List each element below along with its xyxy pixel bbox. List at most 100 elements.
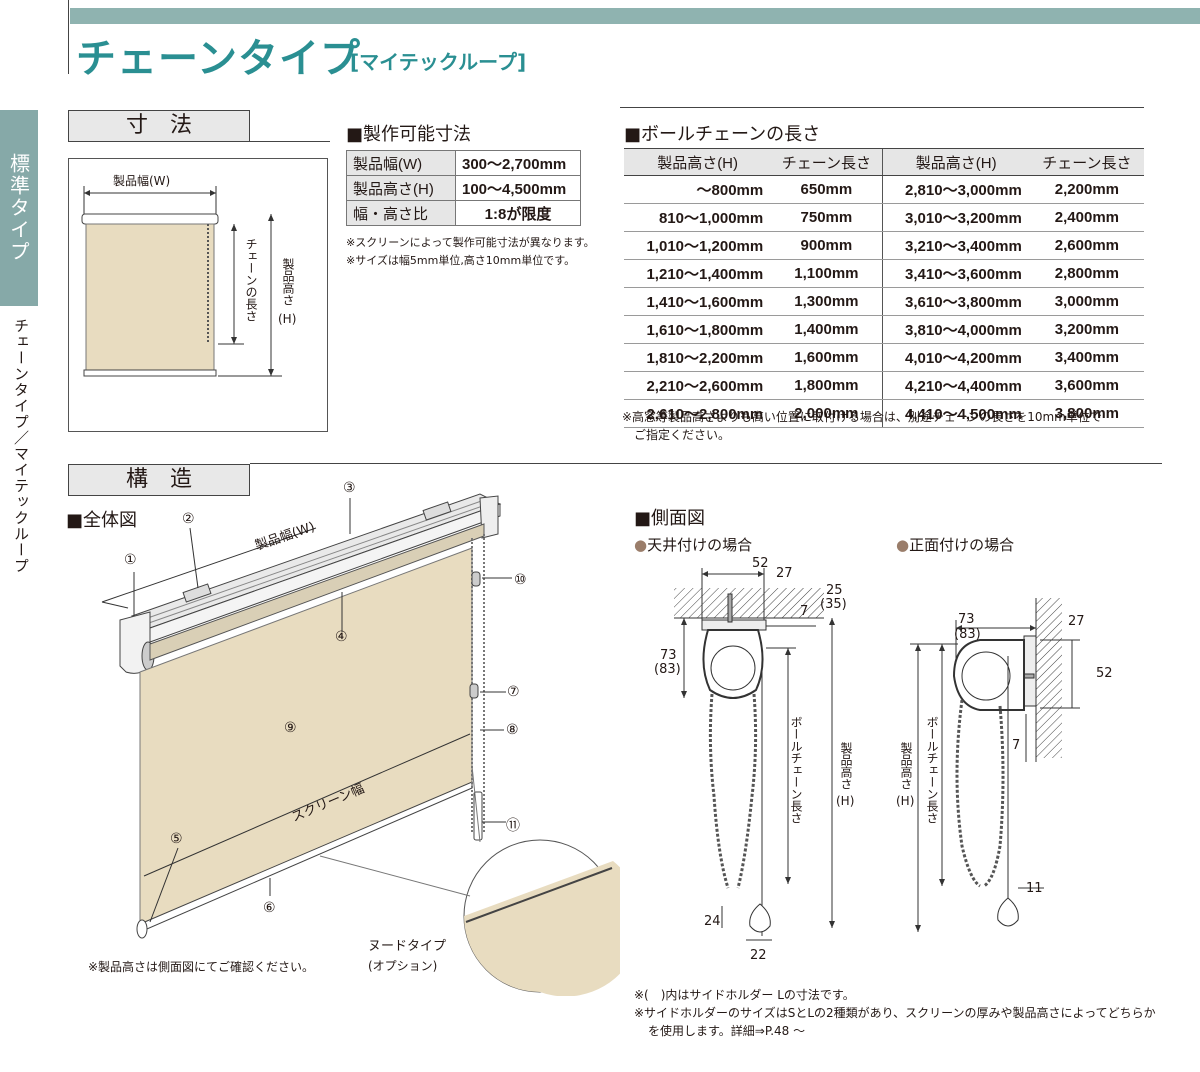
chain-cell-length: 900mm [771,231,883,260]
chain-cell-height: 1,010〜1,200mm [624,231,772,260]
section-rule-right [620,107,1144,108]
production-label: 製品幅(W) [346,150,456,176]
chain-note-1: ※高窓等製品高さよりも高い位置に取付ける場合は、別途チェーンの長さを10mm単位… [622,410,1102,424]
dimensions-diagram [68,158,328,432]
chain-cell-length: 1,100mm [771,259,883,288]
production-table: 製品幅(W) 300〜2,700mm 製品高さ(H) 100〜4,500mm 幅… [346,150,581,226]
chain-cell-height: 〜800mm [624,175,772,204]
chain-cell-height: 810〜1,000mm [624,203,772,232]
side-view-heading: ■側面図 [634,508,706,529]
chain-cell-height: 1,210〜1,400mm [624,259,772,288]
overall-diagram [101,493,620,996]
chain-cell-length: 1,800mm [771,371,883,400]
chain-cell-height: 1,410〜1,600mm [624,287,772,316]
callout-11: ⑪ [506,818,520,834]
chain-cell-height-2: 2,810〜3,000mm [881,175,1030,204]
chain-cell-height: 2,610〜2,800mm [624,399,772,428]
structure-note-1: ※( )内はサイドホルダー Lの寸法です。 [634,988,855,1002]
overall-note: ※製品高さは側面図にてご確認ください。 [88,960,315,974]
header-rule [68,0,69,74]
callout-8: ⑧ [506,722,519,738]
front-dim-73: 73 [958,612,975,627]
header-band [70,8,1200,24]
front-heading: ●正面付けの場合 [896,534,1014,555]
overall-heading: ■全体図 [66,510,138,531]
chain-cell-length: 1,400mm [771,315,883,344]
chain-cell-length: 1,600mm [771,343,883,372]
chain-cell-length-2: 2,600mm [1029,231,1144,260]
chain-cell-height-2: 3,210〜3,400mm [881,231,1030,260]
ceiling-height-unit: (H) [836,794,855,808]
front-dim-27: 27 [1068,614,1085,629]
chain-cell-length: 1,300mm [771,287,883,316]
section-rule [250,141,330,142]
nude-type-label: ヌードタイプ [368,939,447,954]
page-subtitle: [マイテックループ] [350,50,527,74]
front-dim-7: 7 [1012,738,1021,753]
chain-header-row: 製品高さ(H) チェーン長さ 製品高さ(H) チェーン長さ [624,148,1144,176]
production-note-1: ※スクリーンによって製作可能寸法が異なります。 [346,236,595,249]
ceiling-mount-diagram [674,568,835,941]
chain-cell-height-2: 3,410〜3,600mm [881,259,1030,288]
chain-cell-height-2: 4,010〜4,200mm [881,343,1030,372]
chain-cell-length-2: 3,800mm [1029,399,1144,428]
ceiling-dim-52: 52 [752,556,769,571]
chain-cell-length: 2,000mm [771,399,883,428]
chain-cell-length-2: 2,400mm [1029,203,1144,232]
ceiling-heading-text: 天井付けの場合 [647,536,753,554]
callout-9: ⑨ [284,720,297,736]
front-chain-length-label: ボールチェーン長さ [925,716,939,824]
front-height-label: 製品高さ [899,742,913,790]
callout-1: ① [124,552,137,568]
dim-height-label: 製品高さ [281,258,295,306]
front-heading-text: 正面付けの場合 [909,536,1015,554]
front-dim-83: (83) [954,627,981,642]
chain-cell-length-2: 2,800mm [1029,259,1144,288]
chain-cell-length-2: 3,600mm [1029,371,1144,400]
front-mount-diagram [910,598,1080,932]
ceiling-dim-73: 73 [660,648,677,663]
ceiling-bullet-icon: ● [634,536,648,554]
production-value: 1:8が限度 [455,200,581,226]
chain-cell-height-2: 4,410〜4,500mm [881,399,1030,428]
section-dimensions-label: 寸法 [68,110,250,142]
chain-cell-length: 650mm [771,175,883,204]
chain-col-height: 製品高さ(H) [624,148,772,176]
chain-col-length-2: チェーン長さ [1029,148,1144,176]
structure-rule [250,463,1162,464]
production-row: 製品幅(W) 300〜2,700mm [346,150,581,176]
production-label: 幅・高さ比 [346,200,456,226]
structure-note-2: ※サイドホルダーのサイズはSとLの2種類があり、スクリーンの厚みや製品高さによっ… [634,1006,1156,1020]
page-title: チェーンタイプ [76,36,361,82]
ceiling-dim-22: 22 [750,948,767,963]
callout-7: ⑦ [507,684,520,700]
dim-height-unit: (H) [278,312,297,326]
chain-cell-height-2: 3,010〜3,200mm [881,203,1030,232]
chain-note-2: ご指定ください。 [634,428,731,442]
callout-4: ④ [335,629,348,645]
chain-cell-length-2: 3,200mm [1029,315,1144,344]
dim-chain-label: チェーンの長さ [244,238,258,322]
production-note-2: ※サイズは幅5mm単位,高さ10mm単位です。 [346,254,576,267]
ceiling-chain-length-label: ボールチェーン長さ [789,716,803,824]
nude-option-label: (オプション) [368,959,438,973]
dim-width-label: 製品幅(W) [113,174,171,188]
ceiling-dim-7: 7 [800,604,809,619]
front-dim-11: 11 [1026,881,1043,896]
front-height-unit: (H) [896,794,915,808]
side-tab[interactable]: 標準タイプ [0,110,38,306]
chain-cell-height: 1,610〜1,800mm [624,315,772,344]
chain-cell-length-2: 2,200mm [1029,175,1144,204]
chain-cell-height-2: 3,610〜3,800mm [881,287,1030,316]
chain-cell-length-2: 3,400mm [1029,343,1144,372]
callout-5: ⑤ [170,831,183,847]
